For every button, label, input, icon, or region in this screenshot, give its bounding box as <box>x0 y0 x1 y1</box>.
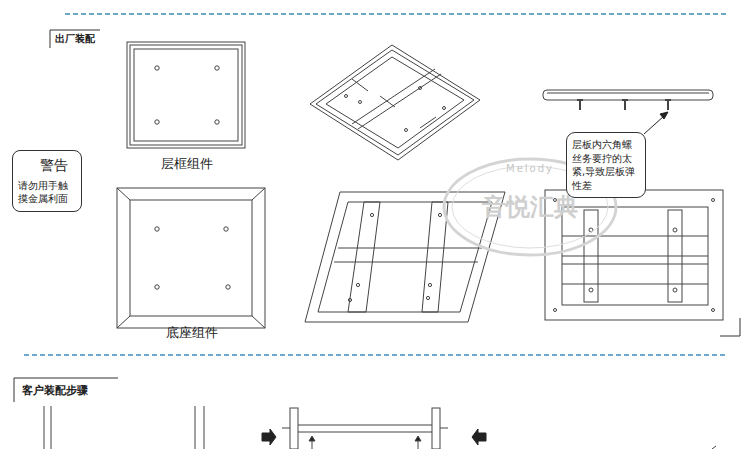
base-top-view-part <box>155 285 159 289</box>
base-plan-view-part <box>712 309 715 312</box>
layer-frame-top-view-part <box>130 45 242 145</box>
base-plan-view-part <box>673 288 677 292</box>
customer-step-figures-part <box>44 406 45 449</box>
callout-bubble: 层板内六角螺丝务要拧的太紧,导致层板弹性差 <box>566 132 646 198</box>
warning-text: 请勿用手触摸金属利面 <box>18 179 76 206</box>
layer-frame-isometric-part <box>405 129 408 132</box>
customer-step-figures-part <box>309 436 315 441</box>
layer-frame-top-view <box>127 42 245 148</box>
shelf-side-view-part <box>624 100 626 110</box>
leader-line <box>644 116 664 134</box>
shelf-side-view-part <box>547 93 709 94</box>
layer-frame-isometric-part <box>359 101 362 104</box>
base-top-view-part <box>252 316 265 328</box>
layer-frame-isometric-part <box>420 117 436 128</box>
watermark: 音悦汇典 <box>482 193 578 222</box>
base-plan-view-part <box>673 228 677 232</box>
base-isometric-part <box>422 202 448 312</box>
shelf-side-view-part <box>667 100 669 110</box>
base-plan-view-part <box>562 207 708 305</box>
layer-frame-top-view-part <box>215 120 219 124</box>
layer-frame-isometric-part <box>310 45 480 160</box>
base-isometric <box>305 192 505 322</box>
base-isometric-part <box>426 296 429 299</box>
base-isometric-part <box>370 213 373 216</box>
base-top-view-part <box>155 227 159 231</box>
corner-mark <box>720 318 740 336</box>
base-isometric-part <box>438 213 441 216</box>
part-name: 层框组件 <box>161 156 213 172</box>
base-top-view-part <box>117 316 130 328</box>
customer-step-figures-part <box>282 428 290 429</box>
warning-box: 警告请勿用手触摸金属利面 <box>12 150 82 212</box>
layer-frame-isometric-part <box>316 50 474 155</box>
section-heading: 客户装配步骤 <box>22 384 88 397</box>
customer-step-figures-part <box>432 408 440 449</box>
shelf-side-view-part <box>543 90 713 100</box>
base-plan-view-part <box>668 210 682 302</box>
base-top-view-part <box>117 188 265 328</box>
base-plan-view-part <box>712 199 715 202</box>
shelf-side-view-part <box>665 99 671 101</box>
base-plan-view-part <box>589 288 593 292</box>
separator <box>24 354 726 355</box>
layer-frame-top-view-part <box>155 120 159 124</box>
customer-step-figures-part <box>440 428 448 429</box>
separator <box>65 13 726 14</box>
layer-frame-top-view-part <box>155 66 159 70</box>
base-top-view-part <box>252 188 265 200</box>
shelf-side-view-part <box>579 100 581 110</box>
layer-frame-isometric-part <box>358 74 441 129</box>
base-top-view-part <box>224 227 228 231</box>
customer-step-figures-part <box>262 429 276 445</box>
base-isometric-part <box>428 283 431 286</box>
base-top-view-part <box>117 188 130 200</box>
customer-step-figures <box>44 406 716 449</box>
customer-step-figures-part <box>712 446 716 449</box>
customer-step-figures-part <box>204 406 205 449</box>
base-isometric-part <box>356 283 359 286</box>
base-isometric-part <box>305 192 505 322</box>
callout-note: 层板内六角螺丝务要拧的太紧,导致层板弹性差 <box>572 138 638 192</box>
layer-frame-top-view-part <box>134 49 238 141</box>
watermark: Melody <box>506 163 554 175</box>
base-isometric-part <box>348 202 380 312</box>
heading-bracket <box>14 378 118 402</box>
layer-frame-top-view-part <box>127 42 245 148</box>
customer-step-figures-part <box>290 408 298 449</box>
base-isometric-part <box>348 298 351 301</box>
customer-step-figures-part <box>415 436 421 441</box>
base-top-view <box>117 188 265 328</box>
customer-step-figures-part <box>51 406 52 449</box>
base-isometric-part <box>338 248 482 249</box>
part-name: 底座组件 <box>166 325 218 341</box>
warning-title: 警告 <box>18 156 76 175</box>
layer-frame-isometric <box>310 45 480 160</box>
shelf-side-view <box>543 90 713 110</box>
layer-frame-isometric-part <box>326 57 464 148</box>
layer-frame-isometric-part <box>443 107 446 110</box>
base-top-view-part <box>226 285 230 289</box>
customer-step-figures-part <box>195 406 196 449</box>
base-plan-view-part <box>554 309 557 312</box>
customer-step-figures-part <box>298 425 432 426</box>
customer-step-figures-part <box>472 429 486 445</box>
shelf-side-view-part <box>577 99 583 101</box>
layer-frame-isometric-part <box>352 69 435 124</box>
layer-frame-isometric-part <box>345 95 348 98</box>
base-plan-view-part <box>584 210 598 302</box>
layer-frame-top-view-part <box>215 66 219 70</box>
layer-frame-isometric-part <box>352 79 368 91</box>
section-heading: 出厂装配 <box>55 33 95 45</box>
arrow-head <box>660 112 668 119</box>
base-top-view-part <box>130 200 252 316</box>
layer-frame-isometric-part <box>419 87 422 90</box>
layer-frame-isometric-part <box>380 96 395 107</box>
heading-bracket <box>50 30 100 48</box>
shelf-side-view-part <box>622 99 628 101</box>
base-isometric-part <box>318 202 492 312</box>
customer-step-figures-part <box>298 432 432 433</box>
